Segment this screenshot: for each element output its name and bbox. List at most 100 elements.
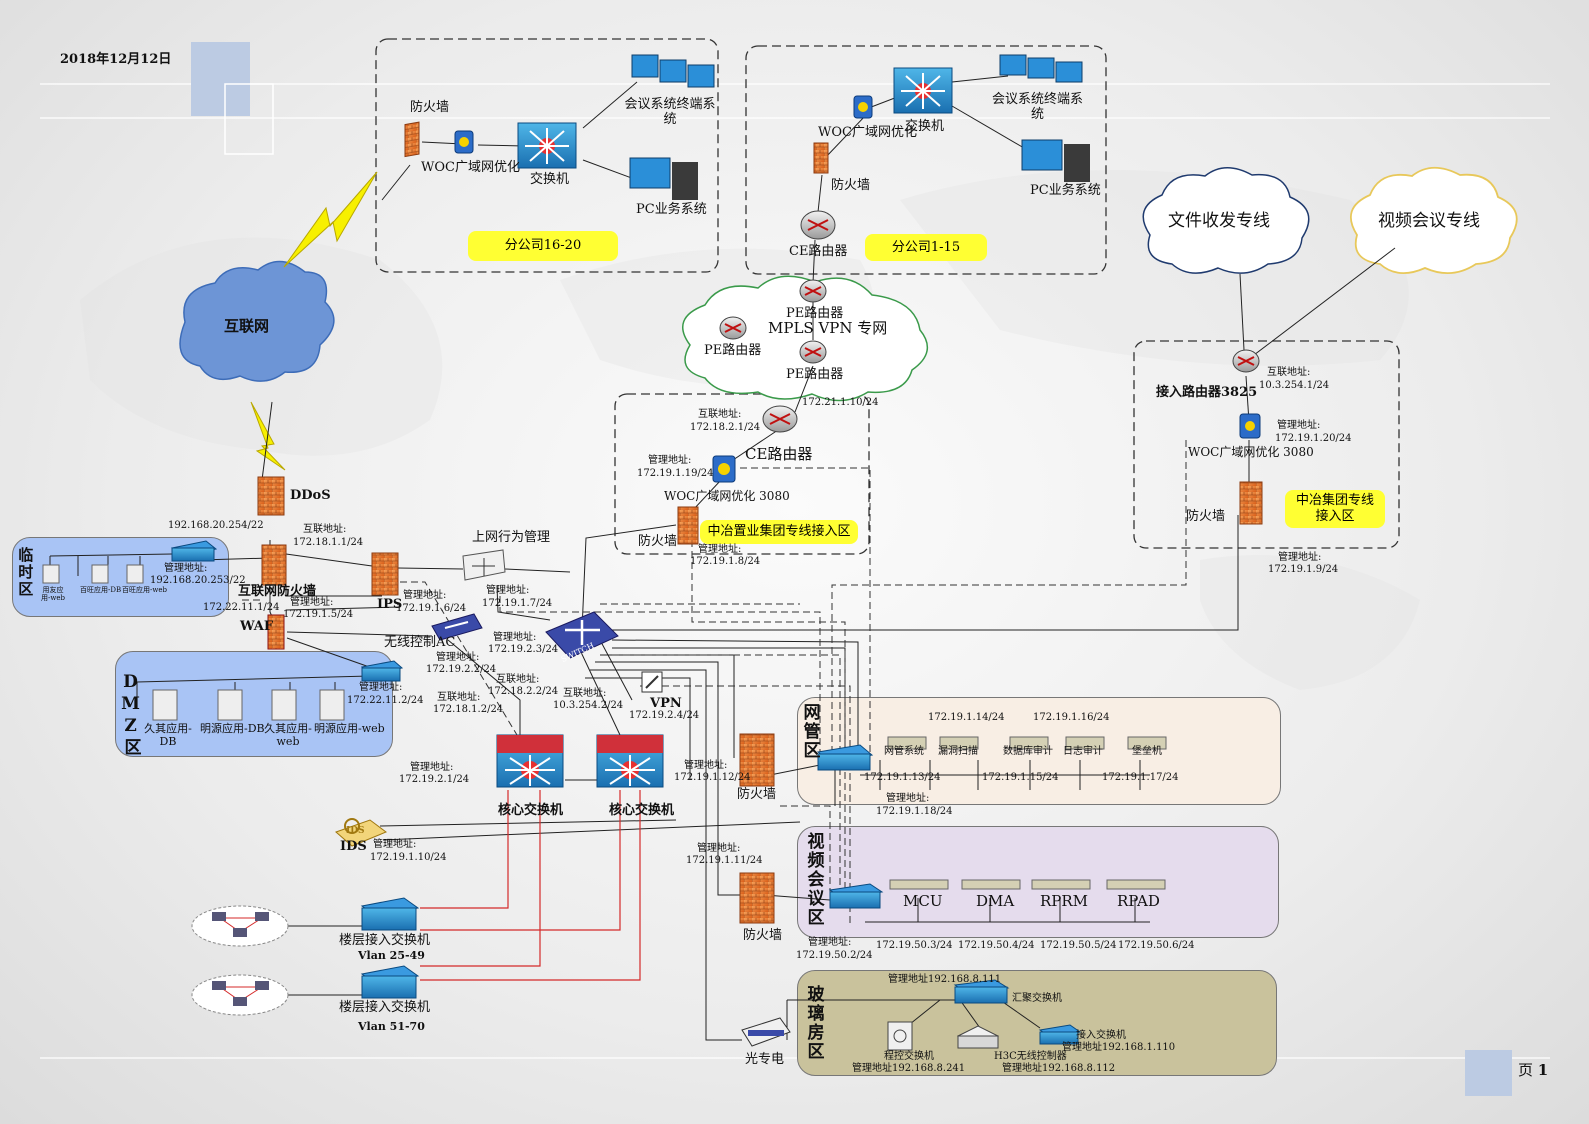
right-router-label: 接入路由器3825	[1156, 385, 1258, 400]
temp-mgmt: 192.168.20.253/22	[150, 575, 246, 586]
branch-b-woc-label: WOC广域网优化	[818, 125, 917, 140]
router-icon	[719, 316, 747, 340]
video-line-label: 视频会议专线	[1378, 211, 1480, 231]
video-device-0-ip: 172.19.50.3/24	[876, 940, 953, 951]
woc-icon	[853, 95, 873, 119]
nm-device-4-ip: 172.19.1.17/24	[1102, 772, 1179, 783]
nm-device-2-ip: 172.19.1.15/24	[982, 772, 1059, 783]
ce-ip: 172.18.2.1/24	[690, 422, 761, 433]
firewall-icon	[739, 733, 775, 787]
video-device-1-ip: 172.19.50.4/24	[958, 940, 1035, 951]
main-sw-mgmt-label: 管理地址:	[493, 632, 537, 643]
branch-a-switch-label: 交换机	[530, 172, 570, 187]
dmz-server-0: 久其应用-DB	[144, 722, 192, 748]
wireless-ac-icon	[431, 613, 483, 641]
router-icon	[762, 405, 798, 433]
pe-router-1-label: PE路由器	[786, 306, 844, 321]
monitor-icon	[999, 54, 1083, 83]
ids-icon	[335, 818, 388, 847]
core-switch-icon	[496, 734, 564, 788]
video-fw-mgmt: 172.19.1.11/24	[686, 855, 763, 866]
router-icon	[1232, 349, 1260, 373]
nm-zone	[797, 697, 1281, 805]
branch-a-pc-label: PC业务系统	[636, 202, 707, 217]
server-icon	[126, 564, 144, 584]
dmz-server-3: 明源应用-web	[314, 722, 385, 735]
nm-device-3: 日志审计	[1063, 746, 1103, 757]
ic2-label: 互联地址:	[496, 674, 540, 685]
agg-label: 汇聚交换机	[1012, 993, 1062, 1004]
glass-zone-label: 玻璃房区	[803, 985, 824, 1061]
rprm-icon	[1031, 879, 1091, 890]
branch-a-firewall-label: 防火墙	[410, 100, 450, 115]
access-sw-1-label: 楼层接入交换机	[339, 933, 431, 948]
vlan-1-label: Vlan 25-49	[358, 949, 425, 962]
firewall-icon	[677, 506, 699, 545]
switch-icon	[170, 540, 218, 562]
firewall-icon	[404, 121, 420, 158]
inet-fw-mgmt: 172.19.1.5/24	[283, 609, 354, 620]
ips-mgmt: 172.19.1.6/24	[396, 603, 467, 614]
nm-device-0: 网管系统	[884, 746, 924, 757]
right-zone-tag: 中冶集团专线接入区	[1285, 490, 1385, 528]
pe-router-3-label: PE路由器	[786, 367, 844, 382]
vpn-icon	[641, 671, 663, 693]
branch-b-pc-label: PC业务系统	[1030, 183, 1101, 198]
branch-b-ce-label: CE路由器	[789, 244, 848, 259]
ce-woc-label: WOC广域网优化 3080	[664, 489, 790, 503]
h3c-icon	[956, 1025, 1000, 1049]
temp-gw-ip: 192.168.20.254/22	[168, 520, 264, 531]
temp-server-2: 百旺应用-web	[122, 586, 167, 594]
server-icon	[217, 689, 243, 721]
inet-fw-ip-label: 互联地址:	[303, 524, 347, 535]
wac-mgmt-label: 管理地址:	[436, 652, 480, 663]
nm-fw-mgmt-label: 管理地址:	[684, 760, 728, 771]
video-fw-label: 防火墙	[743, 928, 783, 943]
ce-router-label: CE路由器	[745, 445, 813, 463]
nm-sw-mgmt-label: 管理地址:	[886, 793, 930, 804]
video-sw-mgmt-label: 管理地址:	[808, 937, 852, 948]
page-number: 1	[1537, 1061, 1549, 1079]
branch-a-box	[375, 38, 719, 273]
pe-router-2-label: PE路由器	[704, 343, 762, 358]
core-switch-2-label: 核心交换机	[609, 803, 675, 818]
nm-device-1: 漏洞扫描	[938, 746, 978, 757]
behavior-mgmt-label: 管理地址:	[486, 585, 530, 596]
video-device-3-ip: 172.19.50.6/24	[1118, 940, 1195, 951]
inet-fw-label: 互联网防火墙	[238, 584, 317, 599]
firewall-icon	[261, 544, 287, 586]
video-fw-mgmt-label: 管理地址:	[697, 843, 741, 854]
main-sw-mgmt: 172.19.2.3/24	[488, 644, 559, 655]
mpls-label: MPLS VPN 专网	[768, 319, 888, 337]
main-switch-icon	[545, 611, 619, 659]
woc-icon	[1239, 413, 1261, 439]
deco-square-outline	[224, 83, 274, 155]
pc-icon	[629, 157, 698, 200]
behavior-label: 上网行为管理	[472, 530, 551, 545]
pbx-icon	[887, 1021, 913, 1051]
video-device-2: RPRM	[1040, 892, 1089, 910]
core-mgmt-label: 管理地址:	[410, 762, 454, 773]
vpn-ip: 172.19.2.4/24	[629, 710, 700, 721]
ic1: 172.18.1.2/24	[433, 704, 504, 715]
router-icon	[799, 279, 827, 303]
pe-ip: 172.21.1.10/24	[802, 397, 879, 408]
switch-icon	[893, 67, 953, 114]
appliance-icon	[939, 736, 979, 750]
glass-zone	[797, 970, 1277, 1076]
acc-label: 接入交换机	[1076, 1030, 1126, 1041]
video-device-2-ip: 172.19.50.5/24	[1040, 940, 1117, 951]
video-zone-label: 视频会议区	[803, 832, 824, 927]
h3c-mgmt: 管理地址192.168.8.112	[1002, 1063, 1116, 1074]
lightning-top	[283, 171, 378, 268]
right-zone-tag-text: 中冶集团专线接入区	[1295, 493, 1374, 524]
internet-cloud	[179, 260, 335, 382]
wireless-ac-label: 无线控制AC	[384, 635, 456, 650]
ips-mgmt-label: 管理地址:	[403, 590, 447, 601]
pbx-mgmt: 管理地址192.168.8.241	[852, 1063, 966, 1074]
branch-a-tag: 分公司16-20	[468, 231, 618, 261]
nm-device-3-ip: 172.19.1.16/24	[1033, 712, 1110, 723]
